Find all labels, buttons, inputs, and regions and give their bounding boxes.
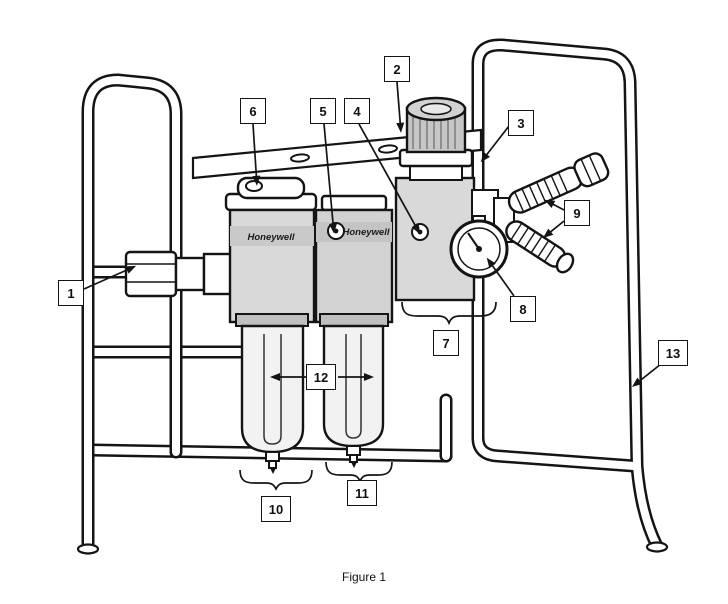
sight-glass-2 xyxy=(345,334,362,439)
figure-caption: Figure 1 xyxy=(341,570,387,584)
callout-6-label: 6 xyxy=(240,98,266,124)
slot-hole xyxy=(290,153,310,163)
callout-3-label: 3 xyxy=(508,110,534,136)
brand-label-1: Honeywell xyxy=(248,232,295,243)
brand-label-2: Honeywell xyxy=(343,227,390,238)
arrow-12-left xyxy=(270,373,306,381)
brace-7 xyxy=(401,301,497,326)
outlet-hoses xyxy=(505,152,610,274)
frame-foot-right xyxy=(645,541,669,553)
arrow-3 xyxy=(480,125,510,163)
arrow-8 xyxy=(486,257,515,297)
hose-lower xyxy=(505,220,575,274)
drain-valve-2 xyxy=(346,445,361,468)
callout-4-label: 4 xyxy=(344,98,370,124)
arrow-1 xyxy=(83,265,137,290)
arrow-9b xyxy=(543,220,565,238)
arrow-2 xyxy=(396,81,405,133)
callout-10-label: 10 xyxy=(261,496,291,522)
drain-valve-1 xyxy=(265,451,280,474)
fill-plug xyxy=(245,180,263,192)
callout-1-label: 1 xyxy=(58,280,84,306)
callout-12-label: 12 xyxy=(306,364,336,390)
regulator-knob xyxy=(405,96,467,154)
brace-10 xyxy=(239,469,313,491)
callout-13-label: 13 xyxy=(658,340,688,366)
inlet-fitting xyxy=(124,250,236,298)
hose-end-cap xyxy=(555,252,575,274)
filter-bowl-1 xyxy=(240,324,305,454)
arrow-13 xyxy=(632,363,662,387)
frame-foot-left xyxy=(76,543,100,555)
bowl-collar-1 xyxy=(235,313,309,327)
brace-11 xyxy=(325,461,393,483)
arrow-6 xyxy=(252,123,261,186)
arrow-5 xyxy=(323,123,338,234)
hose-upper xyxy=(507,152,610,214)
arrow-12-right xyxy=(338,373,374,381)
regulator xyxy=(394,96,515,302)
bowl-collar-2 xyxy=(319,313,389,327)
callout-7-label: 7 xyxy=(433,330,459,356)
callout-11-label: 11 xyxy=(347,480,377,506)
callout-9-label: 9 xyxy=(564,200,590,226)
brand-band-1 xyxy=(230,226,314,246)
callout-5-label: 5 xyxy=(310,98,336,124)
filter-unit-1: Honeywell xyxy=(224,176,318,474)
gauge-needle xyxy=(467,232,480,250)
filter-unit-2: Honeywell xyxy=(314,194,394,468)
sight-glass-1 xyxy=(263,334,282,445)
callout-8-label: 8 xyxy=(510,296,536,322)
arrow-4 xyxy=(358,123,421,235)
slot-hole xyxy=(378,144,398,154)
arrow-9a xyxy=(544,199,565,211)
callout-2-label: 2 xyxy=(384,56,410,82)
